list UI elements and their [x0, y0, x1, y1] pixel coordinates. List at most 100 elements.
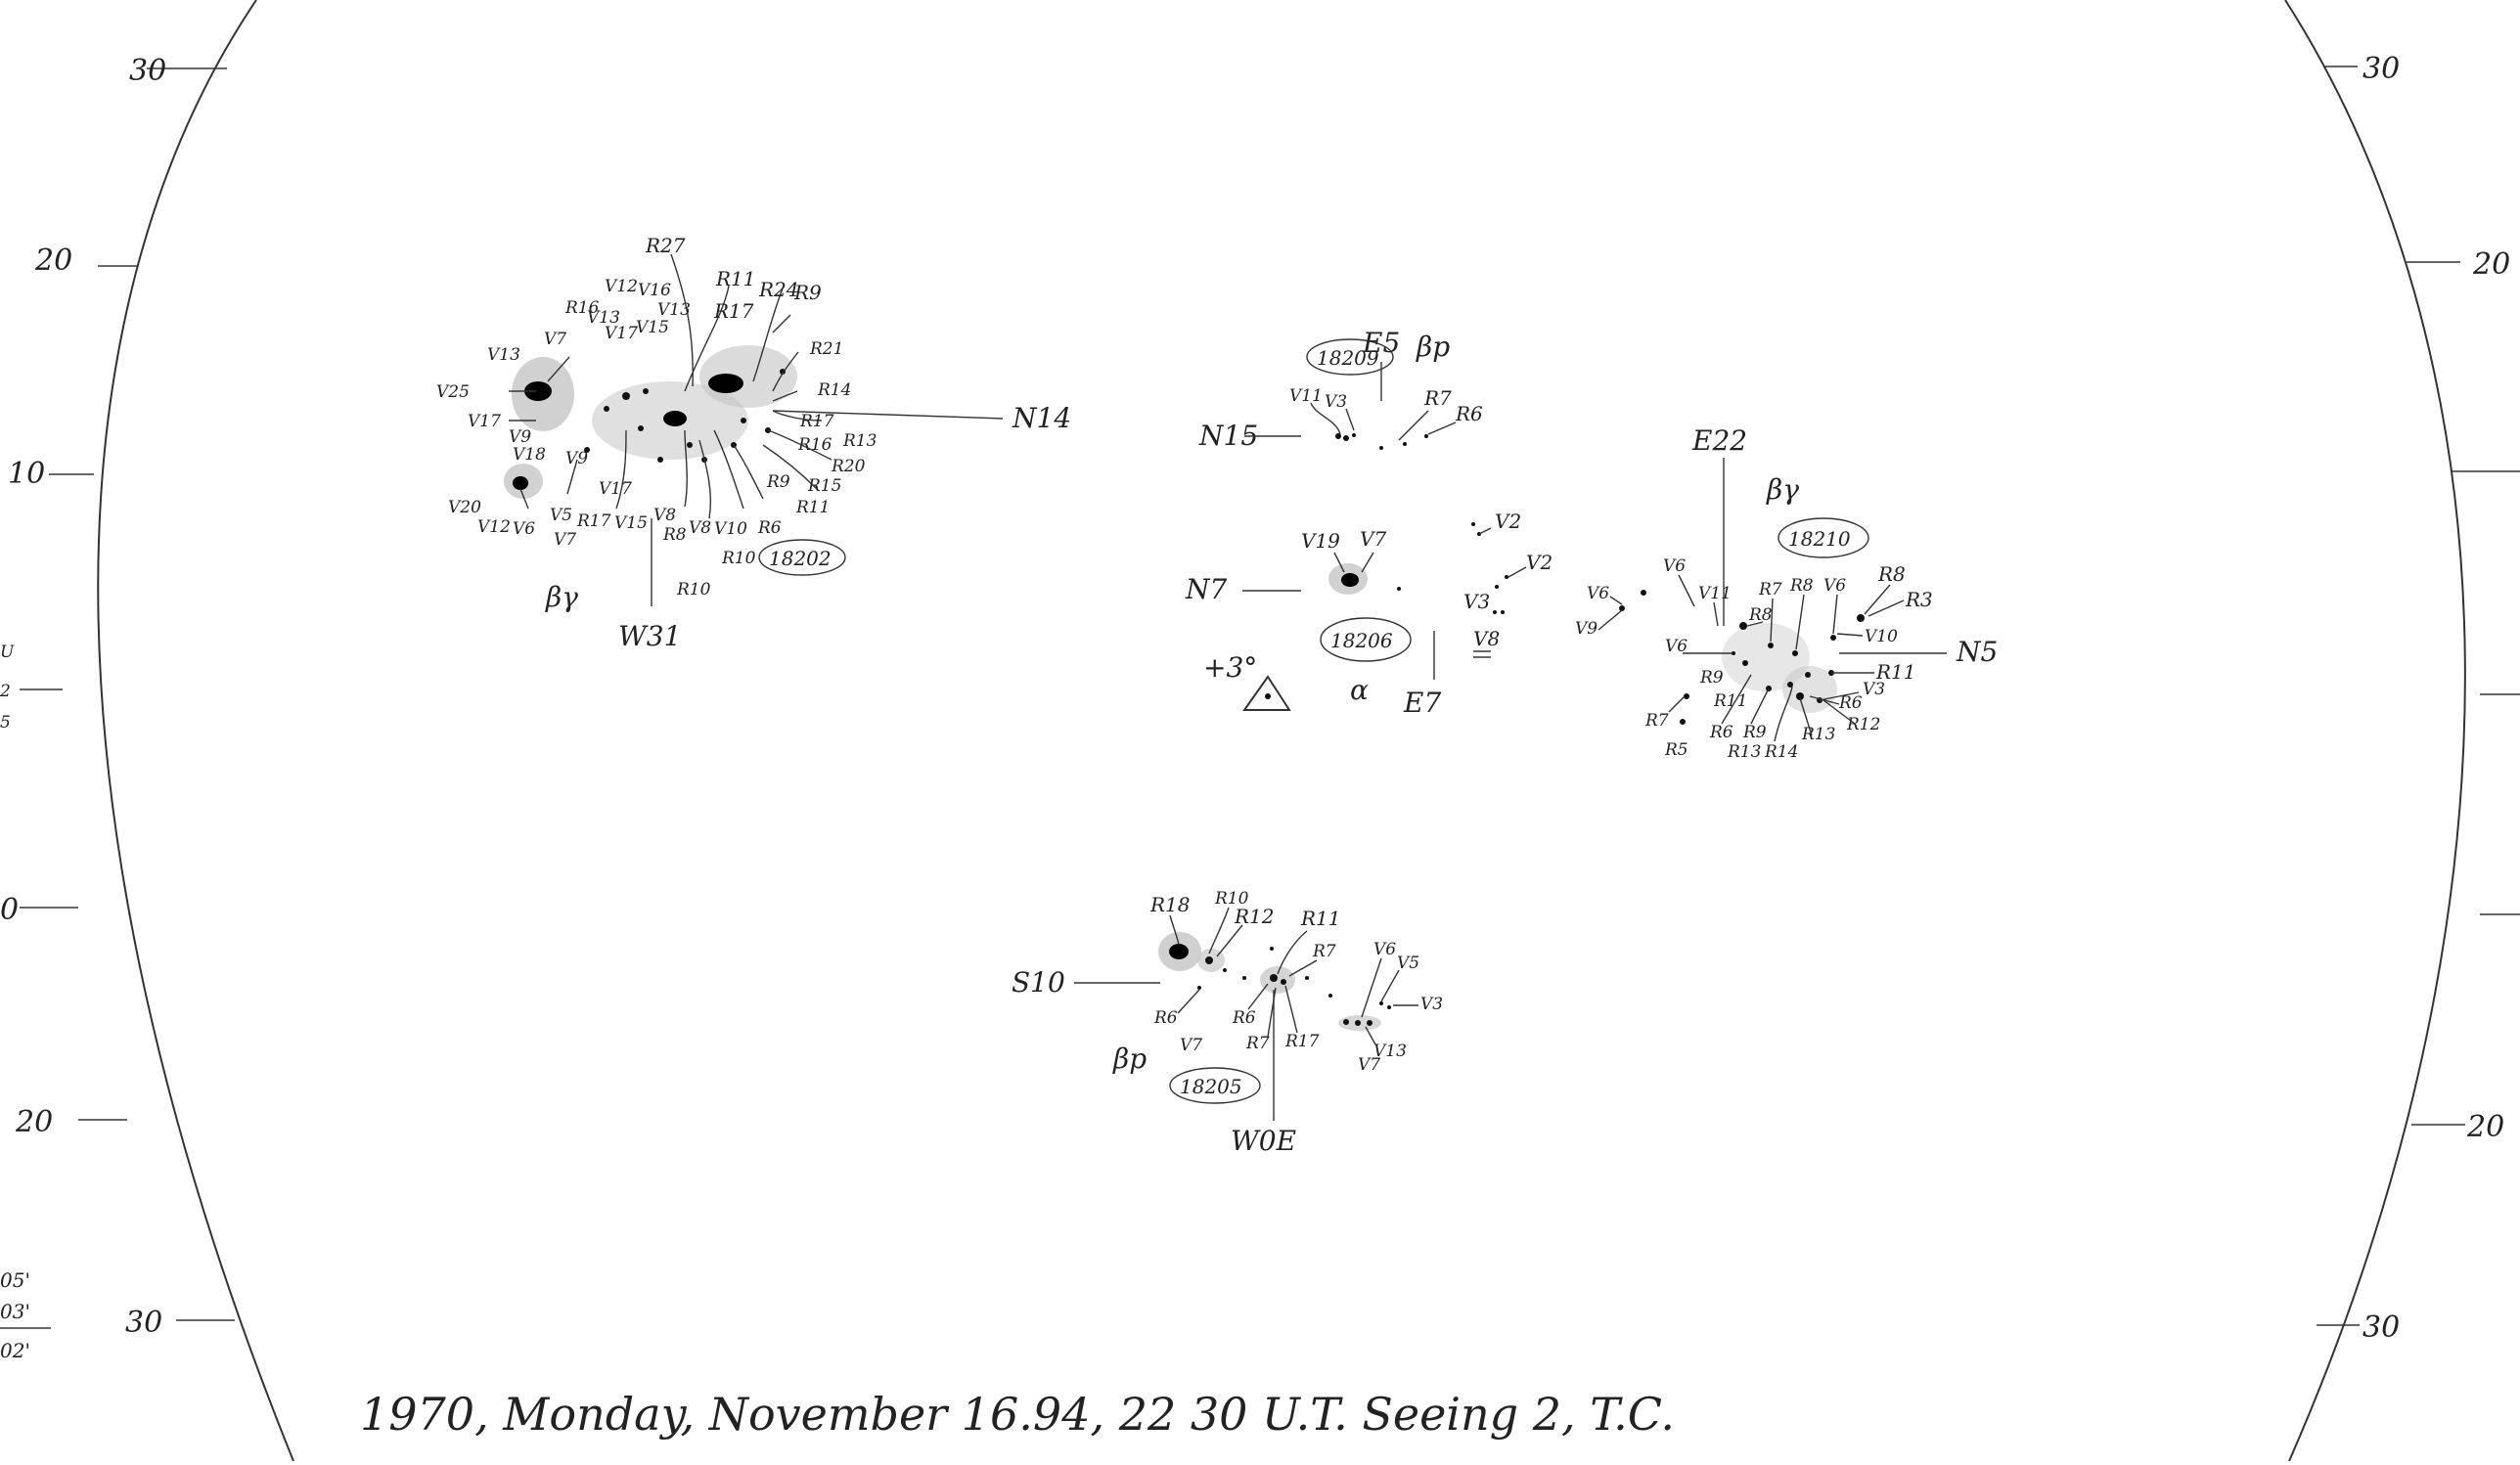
- spot-label: V9: [565, 449, 588, 468]
- region-18202: R27 R16 V12 V16 V13 V17 V15 V13 R11 R17 …: [436, 234, 1071, 652]
- longitude-label: E5: [1362, 327, 1400, 359]
- spot-label: R10: [721, 549, 756, 568]
- spot-label: R7: [1423, 386, 1452, 410]
- spot-label: V12: [477, 517, 511, 537]
- region-note: +3°: [1203, 651, 1257, 684]
- triangle-symbol: [1242, 675, 1291, 711]
- corner-note-02: 02': [0, 1339, 30, 1362]
- latitude-label: N7: [1185, 573, 1228, 605]
- spot-label: R15: [807, 476, 841, 496]
- spot-label: V15: [636, 318, 669, 337]
- spot-label: R9: [1742, 723, 1767, 742]
- spot-label: V7: [554, 530, 576, 550]
- spot-label: R17: [1284, 1032, 1320, 1051]
- classification-label: βp: [1416, 331, 1450, 363]
- longitude-label: W31: [618, 620, 681, 652]
- spot-label: V15: [614, 513, 648, 533]
- region-18205: R18 R10 R12 R11 R7 V6 V5 V3 R6 R6 R7 R17…: [1012, 889, 1443, 1157]
- spot-label: R17: [713, 299, 754, 323]
- left-fragment-u: U: [0, 643, 15, 662]
- spot-label: R16: [564, 298, 600, 318]
- spot-label: R9: [1699, 668, 1724, 688]
- spot-label: V8: [653, 506, 676, 525]
- region-number: 18210: [1788, 527, 1851, 551]
- region-18210: E22 βγ 18210 N5 V6 V6 V11 R7 R8 V6 R8 R3…: [1575, 424, 1998, 762]
- spot-label: V5: [1397, 954, 1419, 973]
- spot-label: V3: [1325, 392, 1347, 412]
- spot-label: V3: [1420, 995, 1443, 1014]
- region-number: 18209: [1317, 346, 1379, 370]
- spot-label: R8: [1748, 605, 1773, 625]
- spot-label: R24: [758, 278, 799, 301]
- spot-label: R14: [1764, 742, 1798, 762]
- spot-label: V3: [1463, 590, 1490, 613]
- spot-label: R13: [1801, 725, 1835, 744]
- spot-label: R11: [1300, 907, 1341, 930]
- spot-label: V11: [1289, 386, 1323, 406]
- right-latitude-ticks: [2317, 66, 2520, 1326]
- solar-limb-left: [97, 0, 294, 1462]
- spot-label: R12: [1846, 715, 1880, 734]
- spot-label: R13: [1727, 742, 1761, 762]
- spot-label: V6: [1663, 556, 1686, 576]
- spot-label: R5: [1664, 740, 1688, 760]
- spot-label: R3: [1905, 588, 1933, 611]
- region-number: 18206: [1330, 629, 1393, 652]
- spot-label: R21: [809, 339, 843, 359]
- latitude-label: N14: [1012, 402, 1071, 434]
- region-number: 18205: [1180, 1075, 1242, 1098]
- spot-label: R11: [1875, 660, 1916, 684]
- classification-label: βγ: [545, 581, 578, 613]
- spot-label: V18: [513, 445, 546, 465]
- spot-label: V13: [487, 345, 520, 365]
- spot-label: R11: [795, 498, 830, 517]
- region-number-oval: [1169, 1067, 1261, 1104]
- spot-label: V6: [1373, 940, 1396, 959]
- spot-label: R13: [842, 431, 877, 451]
- spot-label: V19: [1301, 529, 1340, 553]
- spot-label: V6: [513, 519, 535, 539]
- spot-label: V16: [638, 281, 671, 300]
- spot-label: V6: [1823, 576, 1846, 596]
- spot-label: R6: [1153, 1008, 1178, 1028]
- region-18206: V19 V7 N7 18206 α E7 +3° V2 V2 V3 V8: [1185, 510, 1552, 719]
- spot-label: R17: [799, 412, 834, 431]
- spot-label: V9: [1575, 619, 1598, 639]
- observation-caption: 1970, Monday, November 16.94, 22 30 U.T.…: [360, 1388, 1675, 1441]
- left-mark-20-top: 20: [34, 244, 72, 278]
- spot-label: R14: [817, 380, 851, 400]
- spot-label: V10: [714, 519, 747, 539]
- spot-label: V11: [1698, 584, 1732, 603]
- classification-label: α: [1350, 674, 1369, 706]
- spot-label: V17: [468, 412, 501, 431]
- spot-label: R11: [1713, 691, 1747, 711]
- spot-label: V8: [689, 518, 711, 538]
- spot-label: R17: [576, 511, 611, 531]
- region-number-oval: [758, 539, 846, 576]
- left-mark-20-bottom: 20: [15, 1105, 53, 1139]
- region-18209: 18209 E5 βp N15 V11 V3 R7 R6: [1198, 327, 1483, 452]
- corner-note-03: 03': [0, 1300, 30, 1323]
- spot-label: R20: [831, 457, 866, 476]
- region-number-oval: [1306, 338, 1394, 376]
- spot-label: R7: [1644, 711, 1669, 731]
- spot-label: V6: [1587, 584, 1609, 603]
- spot-label: R6: [1455, 402, 1483, 425]
- corner-note-05: 05': [0, 1268, 30, 1292]
- solar-limb-right: [2284, 0, 2466, 1462]
- spot-label: R7: [1245, 1034, 1270, 1053]
- spot-label: R8: [662, 525, 687, 545]
- left-latitude-ticks: [20, 67, 235, 1321]
- spot-label: V7: [544, 330, 566, 349]
- left-fragment-5: 5: [0, 713, 11, 732]
- left-mark-30-bottom: 30: [125, 1306, 162, 1340]
- spot-label: V6: [1665, 637, 1688, 656]
- spot-label: R7: [1312, 942, 1336, 961]
- region-number: 18202: [769, 547, 832, 570]
- classification-label: βp: [1112, 1043, 1147, 1075]
- spot-label: V3: [1863, 680, 1885, 699]
- spot-label: V2: [1526, 551, 1552, 574]
- spot-label: V9: [509, 427, 531, 447]
- spot-label: V17: [599, 479, 632, 499]
